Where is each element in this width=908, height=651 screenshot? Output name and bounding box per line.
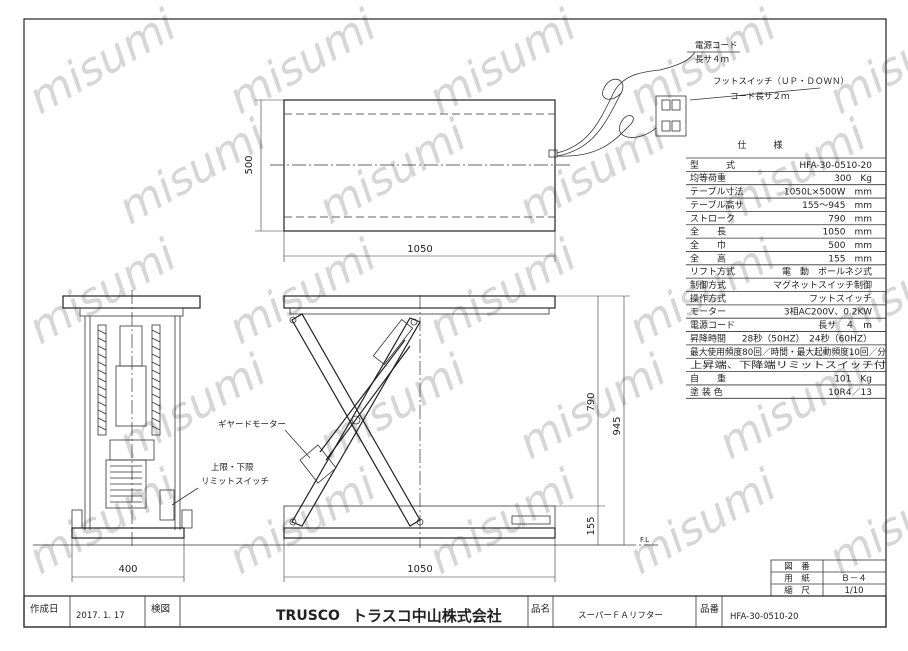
watermark-text: misumi — [820, 459, 908, 584]
callout-geared-motor: ギヤードモーター — [218, 420, 286, 430]
side-view: F.L 1050 790 945 155 — [33, 295, 660, 582]
floor-line-label: F.L — [640, 536, 649, 544]
spec-row-label: モーター — [690, 307, 726, 318]
callout-foot-switch-cord: コード長サ２ｍ — [730, 92, 790, 102]
spec-row-label: 昇降時間 — [690, 332, 726, 344]
watermark-text: misumi — [620, 459, 786, 584]
spec-row-label: 全 高 — [690, 252, 726, 264]
plan-view: 500 1050 — [244, 51, 821, 262]
spec-row-label: 塗 装 色 — [690, 386, 723, 398]
front-view: 400 — [62, 290, 201, 582]
company-name: トラスコ中山株式会社 — [352, 607, 502, 625]
dim-front-width: 400 — [118, 564, 137, 575]
spec-row-note: 上昇端、下降端リミットスイッチ付 — [690, 359, 886, 371]
date-value: 2017. 1. 17 — [76, 611, 125, 621]
drawing-info-table: 図 番 用 紙 Ｂ－４ 縮 尺 1/10 — [770, 559, 887, 597]
spec-row-label: 自 重 — [690, 372, 726, 384]
dim-plan-height: 500 — [244, 155, 255, 174]
watermark-text: misumi — [510, 109, 676, 234]
dim-side-width: 1050 — [407, 564, 432, 575]
watermark-text: misumi — [420, 229, 586, 354]
callout-limit-switch-2: リミットスイッチ — [201, 477, 269, 487]
spec-row-value: 10R4／13 — [828, 387, 872, 398]
drawing-no-label: 図 番 — [784, 561, 810, 572]
check-label: 検図 — [151, 603, 170, 615]
spec-row-label: ストローク — [690, 213, 735, 224]
product-name: スーパーＦＡリフター — [578, 611, 663, 621]
watermark-text: misumi — [20, 459, 186, 584]
spec-row-value: 電 動 ボールネジ式 — [782, 266, 872, 278]
spec-row-value: フットスイッチ — [809, 293, 872, 304]
spec-row-label: 全 長 — [690, 226, 726, 238]
spec-row-label: 電源コード — [690, 320, 735, 331]
spec-row-label: リフト方式 — [690, 266, 735, 278]
spec-row-value: 300 Kg — [834, 174, 872, 184]
usage-label: 用 紙 — [784, 573, 810, 584]
product-no-label: 品番 — [700, 603, 720, 615]
scale-label: 縮 尺 — [784, 585, 810, 596]
title-block: 作成日 2017. 1. 17 検図 TRUSCO トラスコ中山株式会社 品名 … — [23, 595, 887, 628]
dim-min-height: 155 — [586, 516, 597, 535]
product-no: HFA-30-0510-20 — [730, 612, 799, 622]
spec-row-value: 3相AC200V、0.2KW — [784, 306, 872, 318]
watermark-text: misumi — [110, 344, 276, 469]
spec-row-label: 型 式 — [690, 159, 735, 171]
watermark-text: misumi — [420, 459, 586, 584]
date-label: 作成日 — [30, 603, 59, 615]
watermark-text: misumi — [20, 229, 186, 354]
product-name-label: 品名 — [531, 603, 550, 615]
spec-row-value: マグネットスイッチ制御 — [773, 279, 872, 291]
dim-stroke: 790 — [586, 392, 597, 411]
spec-row-value: 155 mm — [828, 254, 872, 264]
usage-value: Ｂ－４ — [841, 574, 867, 584]
spec-row-label: テーブル寸法 — [690, 186, 743, 198]
spec-row-value: 101 Kg — [834, 374, 872, 384]
spec-row-label: 操作方式 — [690, 292, 726, 304]
spec-row-value: HFA-30-0510-20 — [799, 161, 872, 171]
spec-row-label: テーブル高サ — [690, 199, 743, 211]
watermark-text: misumi — [310, 344, 476, 469]
spec-row-value: 500 mm — [828, 241, 872, 251]
foot-switch-icon — [655, 95, 687, 137]
watermark-text: misumi — [310, 109, 476, 234]
brand-logo: TRUSCO — [276, 608, 340, 624]
spec-row-label: 制御方式 — [690, 279, 726, 291]
spec-table: 仕 様 型 式 HFA-30-0510-20 均等荷重 300 Kg テーブル寸法 105… — [686, 139, 886, 399]
callout-power-cord: 電源コード — [695, 41, 738, 51]
watermark-text: misumi — [220, 229, 386, 354]
spec-title: 仕 様 — [737, 139, 782, 151]
dim-max-height: 945 — [612, 416, 623, 435]
callout-power-cord-length: 長サ４ｍ — [695, 55, 729, 65]
spec-row-value: 1050L×500W mm — [784, 188, 872, 198]
spec-row-value: 1050 mm — [823, 228, 872, 238]
scale-value: 1/10 — [844, 586, 863, 596]
spec-row-label: 均等荷重 — [690, 172, 726, 184]
spec-row-value: 長サ ４ m — [818, 320, 872, 331]
spec-row-note: 最大使用頻度80回／時間・最大起動頻度10回／分 — [690, 346, 886, 358]
spec-row-label: 全 巾 — [690, 239, 726, 251]
callout-limit-switch-1: 上限・下限 — [211, 463, 254, 473]
motor-icon — [105, 459, 147, 509]
callout-foot-switch: フットスイッチ（ＵＰ・ＤＯＷＮ） — [713, 76, 849, 87]
dim-plan-width: 1050 — [407, 244, 432, 255]
spec-row-value: 28秒（50HZ） 24秒（60HZ） — [742, 332, 872, 344]
spec-row-value: 155～945 mm — [802, 201, 872, 211]
spec-row-value: 790 mm — [828, 214, 872, 224]
